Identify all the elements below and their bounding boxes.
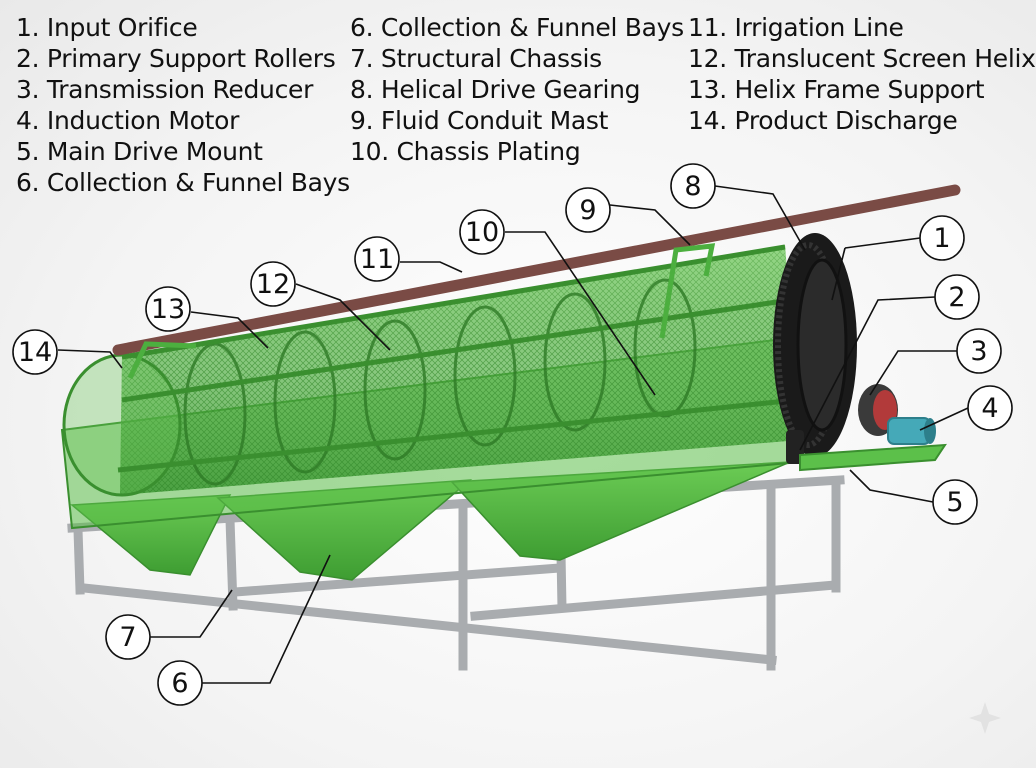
legend-item: 8. Helical Drive Gearing — [350, 75, 641, 104]
legend-item: 10. Chassis Plating — [350, 137, 581, 166]
svg-text:3: 3 — [970, 336, 987, 367]
callout-4: 4 — [967, 385, 1013, 431]
callout-11: 11 — [354, 236, 400, 282]
irrigation-line — [112, 184, 961, 356]
svg-text:5: 5 — [946, 487, 963, 518]
legend-item: 1. Input Orifice — [16, 13, 198, 42]
legend-item: 2. Primary Support Rollers — [16, 44, 336, 73]
callout-12: 12 — [250, 261, 296, 307]
callout-7: 7 — [105, 614, 151, 660]
legend-item: 6. Collection & Funnel Bays — [350, 13, 684, 42]
callout-10: 10 — [459, 209, 505, 255]
legend-item: 5. Main Drive Mount — [16, 137, 263, 166]
legend-item: 6. Collection & Funnel Bays — [16, 168, 350, 197]
legend-item: 3. Transmission Reducer — [16, 75, 314, 104]
callout-14: 14 — [12, 329, 58, 375]
callout-1: 1 — [919, 215, 965, 261]
legend-item: 14. Product Discharge — [688, 106, 958, 135]
legend-item: 7. Structural Chassis — [350, 44, 602, 73]
translucent-screen-helix — [62, 245, 800, 497]
legend-item: 11. Irrigation Line — [688, 13, 904, 42]
callout-8: 8 — [670, 163, 716, 209]
svg-text:7: 7 — [119, 622, 136, 653]
legend-item: 9. Fluid Conduit Mast — [350, 106, 609, 135]
svg-text:4: 4 — [981, 393, 998, 424]
legend-item: 13. Helix Frame Support — [688, 75, 985, 104]
legend-item: 12. Translucent Screen Helix — [688, 44, 1036, 73]
svg-text:13: 13 — [151, 294, 185, 325]
svg-text:9: 9 — [579, 195, 596, 226]
callout-9: 9 — [565, 187, 611, 233]
callout-6: 6 — [157, 660, 203, 706]
helical-drive-gearing — [773, 233, 857, 457]
svg-text:11: 11 — [360, 244, 394, 275]
induction-motor — [887, 417, 936, 445]
callout-2: 2 — [934, 274, 980, 320]
main-drive-mount — [799, 443, 947, 472]
fluid-conduit-mast — [127, 243, 716, 380]
legend-item: 4. Induction Motor — [16, 106, 240, 135]
svg-text:12: 12 — [256, 269, 290, 300]
svg-text:2: 2 — [948, 282, 965, 313]
callout-5: 5 — [932, 479, 978, 525]
svg-text:6: 6 — [171, 668, 188, 699]
svg-text:14: 14 — [18, 337, 52, 368]
legend-column-3: 11. Irrigation Line 12. Translucent Scre… — [688, 12, 1036, 136]
sparkle-icon — [969, 702, 1001, 734]
callout-markers: 1 2 3 4 5 6 7 8 9 10 11 12 13 14 — [12, 163, 1013, 706]
svg-text:1: 1 — [933, 223, 950, 254]
callout-13: 13 — [145, 286, 191, 332]
svg-text:8: 8 — [684, 171, 701, 202]
legend-column-1: 1. Input Orifice 2. Primary Support Roll… — [16, 12, 350, 198]
legend-column-2: 6. Collection & Funnel Bays 7. Structura… — [350, 12, 684, 167]
callout-3: 3 — [956, 328, 1002, 374]
leader-lines — [57, 185, 969, 684]
svg-text:10: 10 — [465, 217, 499, 248]
